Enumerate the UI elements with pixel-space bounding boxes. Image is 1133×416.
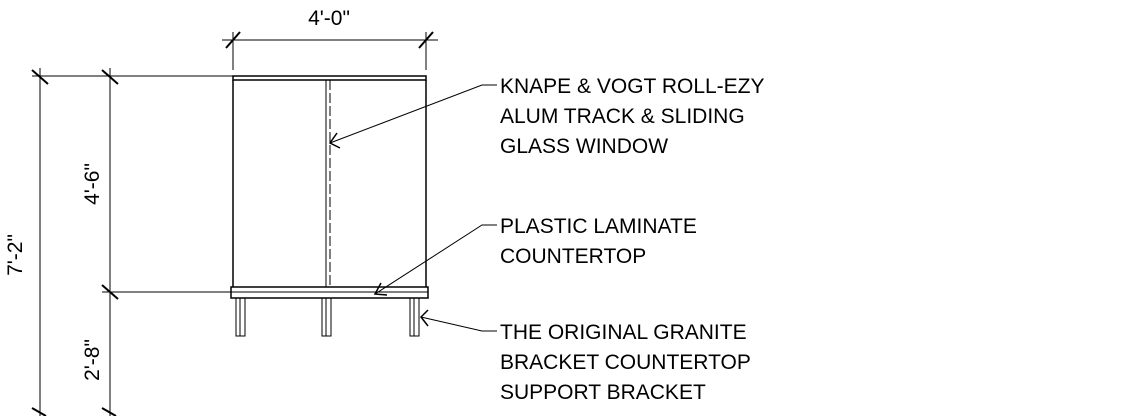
- total-height-dimension: 7'-2": [4, 68, 246, 416]
- total-height-tick-bottom: [31, 407, 47, 416]
- bracket-note-line-2: BRACKET COUNTERTOP: [500, 351, 751, 374]
- countertop-note-line-1: PLASTIC LAMINATE: [500, 215, 697, 238]
- upper-height-dimension-label: 4'-6": [81, 163, 104, 205]
- window-unit: [230, 75, 429, 337]
- total-height-dimension-label: 7'-2": [4, 234, 27, 276]
- width-dimension-label: 4'-0": [308, 7, 350, 30]
- window-leader-arrow: [328, 132, 341, 149]
- width-dimension: 4'-0": [222, 7, 438, 70]
- lower-height-dimension-label: 2'-8": [81, 339, 104, 381]
- countertop-leader-arrow: [373, 282, 388, 296]
- window-leader-line: [329, 84, 497, 144]
- window-note-line-3: GLASS WINDOW: [500, 135, 668, 158]
- total-height-tick-top: [31, 69, 49, 85]
- countertop-note: PLASTIC LAMINATE COUNTERTOP: [373, 215, 697, 296]
- width-tick-right: [418, 31, 434, 49]
- split-height-tick-mid: [101, 284, 119, 300]
- width-tick-left: [225, 31, 241, 49]
- window-note-line-1: KNAPE & VOGT ROLL-EZY: [500, 75, 765, 98]
- bracket-note-line-1: THE ORIGINAL GRANITE: [500, 321, 747, 344]
- split-height-tick-top: [101, 69, 119, 85]
- split-height-tick-bottom: [101, 407, 117, 416]
- bracket-leader-arrow: [420, 309, 429, 327]
- bracket-leader-line: [420, 316, 497, 332]
- split-height-dimension: 4'-6" 2'-8": [81, 68, 246, 416]
- countertop-note-line-2: COUNTERTOP: [500, 245, 646, 268]
- top-track: [232, 75, 427, 81]
- countertop-leader-line: [374, 224, 497, 295]
- window-note-line-2: ALUM TRACK & SLIDING: [500, 105, 745, 128]
- bracket-note: THE ORIGINAL GRANITE BRACKET COUNTERTOP …: [420, 309, 751, 404]
- window-note: KNAPE & VOGT ROLL-EZY ALUM TRACK & SLIDI…: [328, 75, 765, 158]
- bracket-note-line-3: SUPPORT BRACKET: [500, 381, 706, 404]
